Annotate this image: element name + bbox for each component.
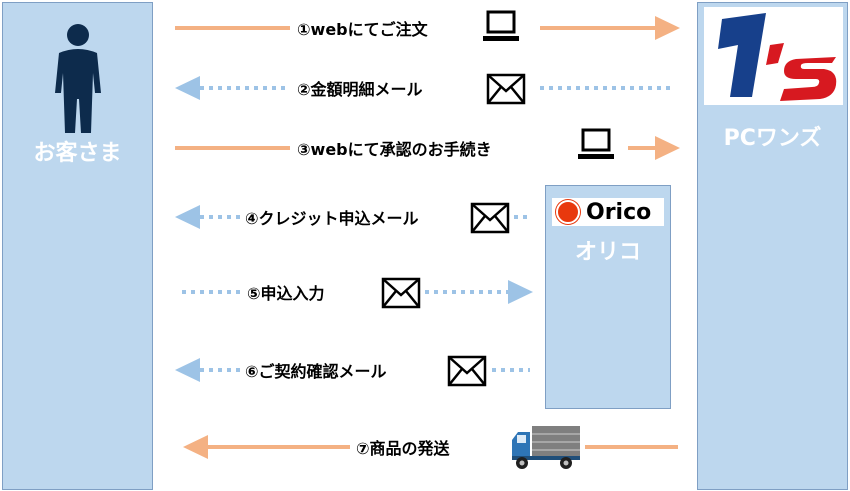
laptop-icon [578, 128, 614, 159]
store-logo [704, 7, 843, 105]
step-5-label: ⑤申込入力 [247, 284, 325, 303]
store-label: PCワンズ [723, 126, 822, 151]
step-6-label: ⑥ご契約確認メール [245, 362, 387, 381]
person-icon [55, 24, 101, 133]
mail-icon [486, 73, 526, 105]
orico-panel: Orico オリコ [545, 185, 671, 409]
orico-circle-icon [556, 200, 580, 224]
arrow-step-3 [175, 136, 680, 160]
mail-icon [447, 355, 487, 387]
orico-label: オリコ [574, 240, 641, 265]
step-4-label: ④クレジット申込メール [245, 209, 419, 228]
truck-icon [512, 426, 580, 469]
orico-logo: Orico [552, 198, 664, 226]
customer-panel: お客さま [2, 2, 153, 490]
step-2-label: ②金額明細メール [297, 80, 423, 99]
arrow-step-1 [175, 16, 680, 40]
mail-icon [381, 277, 421, 309]
step-1-label: ①webにてご注文 [297, 20, 428, 39]
customer-label: お客さま [33, 141, 122, 166]
store-panel: PCワンズ [697, 2, 848, 490]
orico-logo-text: Orico [586, 199, 652, 225]
mail-icon [470, 202, 510, 234]
arrow-step-4 [175, 205, 530, 229]
step-7-label: ⑦商品の発送 [356, 439, 450, 458]
laptop-icon [483, 10, 519, 41]
arrow-step-7 [183, 435, 678, 459]
arrow-step-2 [175, 76, 672, 100]
step-3-label: ③webにて承認のお手続き [297, 140, 492, 159]
arrow-step-5 [182, 280, 533, 304]
arrow-step-6 [175, 358, 530, 382]
